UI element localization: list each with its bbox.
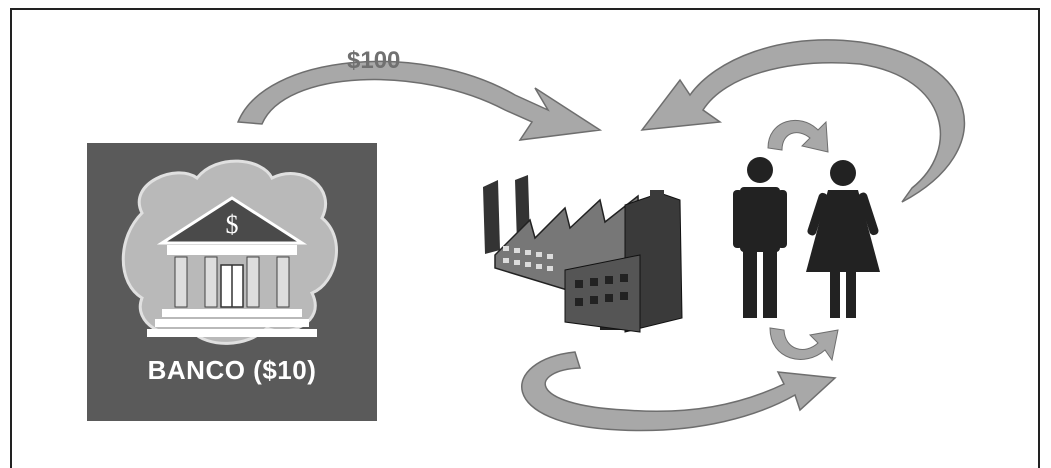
bank-dollar-sign: $ [226, 210, 239, 239]
flow-amount-label: $100 [347, 47, 401, 74]
arrow-man-to-woman-top [767, 119, 829, 153]
woman-icon [806, 160, 880, 318]
arrow-people-to-factory [640, 39, 966, 203]
arrow-bank-to-factory [236, 60, 603, 141]
arrow-woman-to-man-bottom [769, 327, 839, 362]
man-icon [733, 157, 787, 318]
bank-label: BANCO ($10) [147, 355, 317, 385]
factory-icon [483, 175, 683, 333]
arrow-factory-to-people [521, 351, 837, 432]
bank-building-icon: $ [121, 159, 338, 345]
bank-panel: $ BANCO ($10) [87, 143, 377, 421]
